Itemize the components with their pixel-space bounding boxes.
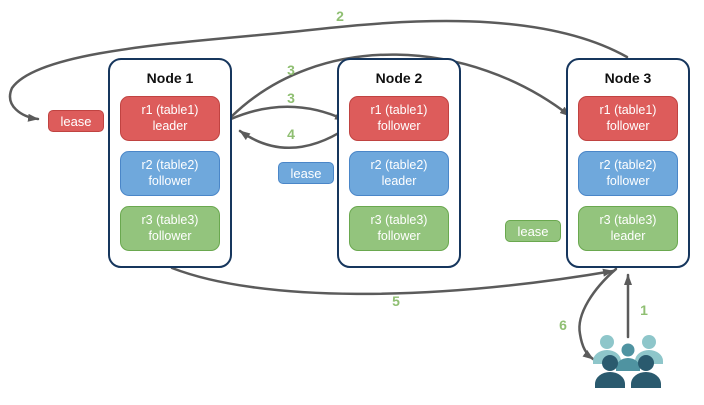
replica-node2-r2: r2 (table2) leader xyxy=(349,151,449,196)
node-1-box: Node 1 r1 (table1) leader r2 (table2) fo… xyxy=(108,58,232,268)
replica-node1-r3: r3 (table3) follower xyxy=(120,206,220,251)
replica-name: r1 (table1) xyxy=(599,102,657,117)
lease-badge-table2: lease xyxy=(278,162,334,184)
replica-name: r3 (table3) xyxy=(370,212,428,227)
replica-node1-r1: r1 (table1) leader xyxy=(120,96,220,141)
replica-node3-r3: r3 (table3) leader xyxy=(578,206,678,251)
replica-name: r1 (table1) xyxy=(370,102,428,117)
replica-role: follower xyxy=(148,228,192,243)
replica-role: follower xyxy=(606,118,650,133)
replica-role: leader xyxy=(610,228,646,243)
lease-label: lease xyxy=(517,223,549,239)
arrow-label-2: 2 xyxy=(336,8,344,24)
arrow-2-node3-to-lease1 xyxy=(8,19,629,122)
replica-name: r2 (table2) xyxy=(370,157,428,172)
users-group-icon xyxy=(593,335,663,388)
replica-role: follower xyxy=(606,173,650,188)
arrow-label-3-mid: 3 xyxy=(287,90,295,106)
replica-role: follower xyxy=(377,118,421,133)
replica-node3-r1: r1 (table1) follower xyxy=(578,96,678,141)
arrow-label-4: 4 xyxy=(287,126,295,142)
replica-node1-r2: r2 (table2) follower xyxy=(120,151,220,196)
arrow-label-5: 5 xyxy=(392,293,400,309)
lease-label: lease xyxy=(290,165,322,181)
replica-role: follower xyxy=(148,173,192,188)
node-title: Node 1 xyxy=(146,70,194,86)
arrow-3-node1-to-node2 xyxy=(229,105,347,122)
replica-name: r3 (table3) xyxy=(141,212,199,227)
lease-label: lease xyxy=(60,113,92,129)
lease-badge-table1: lease xyxy=(48,110,104,132)
node-title: Node 3 xyxy=(604,70,652,86)
replica-node2-r3: r3 (table3) follower xyxy=(349,206,449,251)
replica-name: r3 (table3) xyxy=(599,212,657,227)
replica-name: r2 (table2) xyxy=(141,157,199,172)
replica-role: leader xyxy=(381,173,417,188)
replica-node3-r2: r2 (table2) follower xyxy=(578,151,678,196)
arrow-5-node1-to-node3 xyxy=(170,266,615,296)
node-3-box: Node 3 r1 (table1) follower r2 (table2) … xyxy=(566,58,690,268)
replica-name: r1 (table1) xyxy=(141,102,199,117)
arrow-label-1: 1 xyxy=(640,302,648,318)
replica-node2-r1: r1 (table1) follower xyxy=(349,96,449,141)
node-2-box: Node 2 r1 (table1) follower r2 (table2) … xyxy=(337,58,461,268)
node-title: Node 2 xyxy=(375,70,423,86)
replica-name: r2 (table2) xyxy=(599,157,657,172)
lease-badge-table3: lease xyxy=(505,220,561,242)
arrow-label-3-top: 3 xyxy=(287,62,295,78)
arrow-label-6: 6 xyxy=(559,317,567,333)
replica-role: leader xyxy=(152,118,188,133)
replica-role: follower xyxy=(377,228,421,243)
